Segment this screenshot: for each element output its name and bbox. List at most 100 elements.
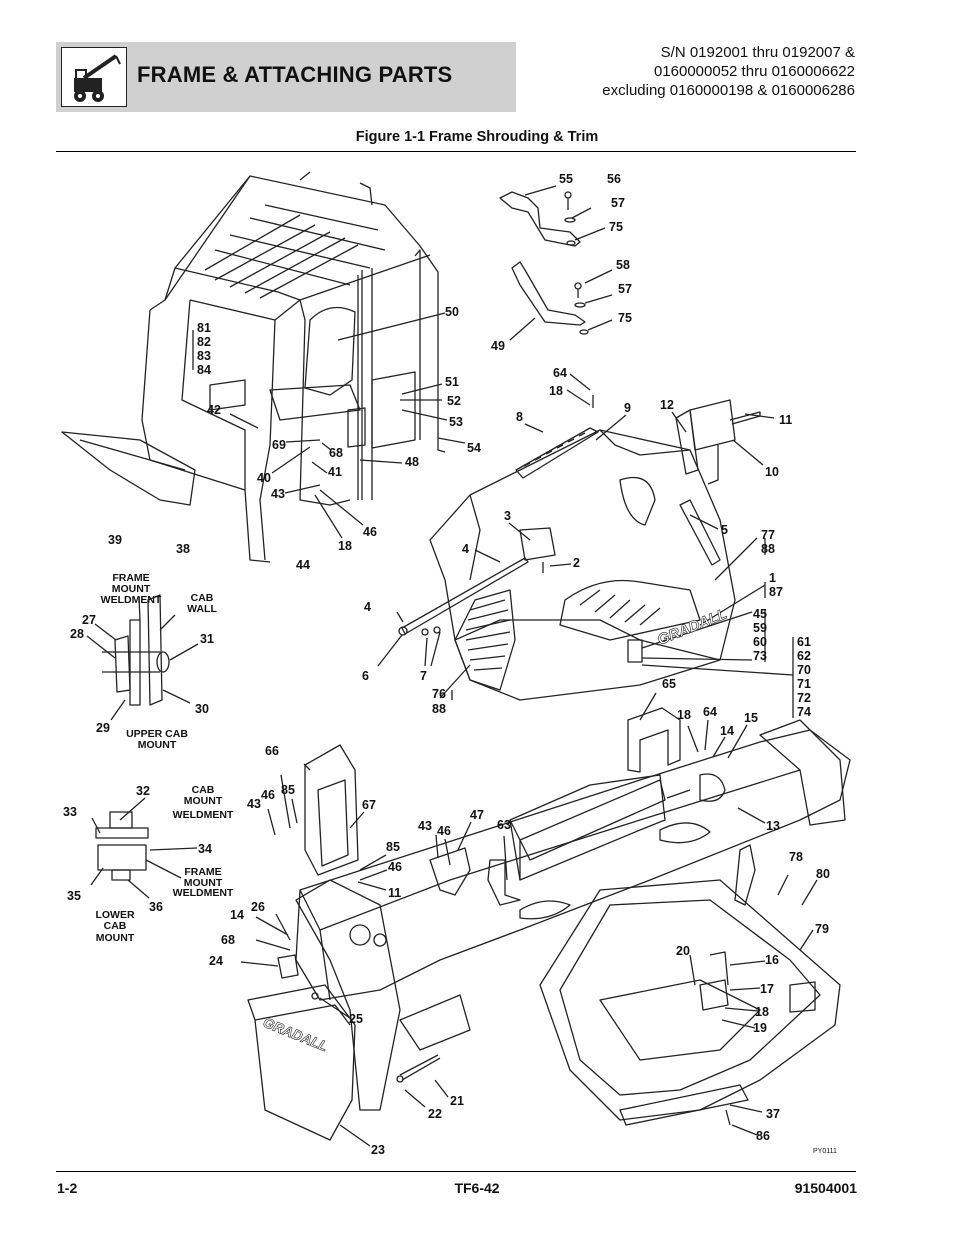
serial-line: excluding 0160000198 & 0160006286 xyxy=(602,82,855,99)
serial-line: S/N 0192001 thru 0192007 & xyxy=(660,44,855,61)
callout: 19 xyxy=(753,1021,767,1035)
top-divider xyxy=(56,151,856,152)
callout: 86 xyxy=(756,1129,770,1143)
callout: 35 xyxy=(67,889,81,903)
caption-line: FRAME xyxy=(112,572,149,584)
callout: 18 xyxy=(338,539,352,553)
callout: 55 xyxy=(559,172,573,186)
callout: 14 xyxy=(720,724,734,738)
callout: 69 xyxy=(272,438,286,452)
callout: 73 xyxy=(753,649,767,663)
callout: 43 xyxy=(418,819,432,833)
caption-line: UPPER CAB xyxy=(126,728,188,740)
caption-line: CAB xyxy=(192,784,215,796)
callout: 46 xyxy=(363,525,377,539)
callout: 5 xyxy=(721,523,728,537)
callout: 26 xyxy=(251,900,265,914)
figure-title: Figure 1-1 Frame Shrouding & Trim xyxy=(355,129,599,145)
callout: 88 xyxy=(761,542,775,556)
callout: 75 xyxy=(618,311,632,325)
callout: 48 xyxy=(405,455,419,469)
callout: 63 xyxy=(497,818,511,832)
callout: 66 xyxy=(265,744,279,758)
callout: 60 xyxy=(753,635,767,649)
callout: 46 xyxy=(261,788,275,802)
caption-line: MOUNT xyxy=(112,583,151,595)
callout: 3 xyxy=(504,509,511,523)
callout: 27 xyxy=(82,613,96,627)
callout: 54 xyxy=(467,441,481,455)
callout: 4 xyxy=(462,542,469,556)
callout: 82 xyxy=(197,335,211,349)
callout: 85 xyxy=(281,783,295,797)
callout: 23 xyxy=(371,1143,385,1157)
callout: 18 xyxy=(549,384,563,398)
callout: 57 xyxy=(611,196,625,210)
callout: 1 xyxy=(769,571,776,585)
detail-captions: FRAME MOUNT WELDMENT CAB WALL UPPER CAB … xyxy=(95,572,233,944)
caption-line: MOUNT xyxy=(184,795,223,807)
callout: 7 xyxy=(420,669,427,683)
callout: 75 xyxy=(609,220,623,234)
callout: 33 xyxy=(63,805,77,819)
callout: 11 xyxy=(388,886,401,900)
callout: 9 xyxy=(624,401,631,415)
callout: 71 xyxy=(797,677,811,691)
callout: 37 xyxy=(766,1107,780,1121)
callout: 10 xyxy=(765,465,779,479)
callout: 57 xyxy=(618,282,632,296)
callout: 64 xyxy=(703,705,717,719)
callout: 85 xyxy=(386,840,400,854)
caption-line: FRAME xyxy=(184,866,221,878)
page-number: 1-2 xyxy=(57,1180,78,1196)
callout: 61 xyxy=(797,635,811,649)
callout: 79 xyxy=(815,922,829,936)
callout: 30 xyxy=(195,702,209,716)
callout: 78 xyxy=(789,850,803,864)
callout: 39 xyxy=(108,533,122,547)
callout: 64 xyxy=(553,366,567,380)
caption-line: WELDMENT xyxy=(173,809,234,821)
callout: 46 xyxy=(437,824,451,838)
callout: 25 xyxy=(349,1012,363,1026)
callout: 53 xyxy=(449,415,463,429)
callout: 74 xyxy=(797,705,811,719)
callout: 83 xyxy=(197,349,211,363)
caption-line: WALL xyxy=(187,603,217,615)
callout: 77 xyxy=(761,528,775,542)
callout: 56 xyxy=(607,172,621,186)
callout: 84 xyxy=(197,363,211,377)
header-banner xyxy=(56,42,516,112)
serial-line: 0160000052 thru 0160006622 xyxy=(653,63,855,80)
callout: 43 xyxy=(247,797,261,811)
brand-mark: GRADALL xyxy=(261,1014,330,1054)
bottom-divider xyxy=(56,1171,856,1172)
callout: 13 xyxy=(766,819,780,833)
callout: 68 xyxy=(329,446,343,460)
callout: 29 xyxy=(96,721,110,735)
callout: 14 xyxy=(230,908,244,922)
callout: 81 xyxy=(197,321,211,335)
callout: 34 xyxy=(198,842,212,856)
callout: 18 xyxy=(755,1005,769,1019)
callout: 51 xyxy=(445,375,459,389)
callout: 24 xyxy=(209,954,223,968)
callout: 28 xyxy=(70,627,84,641)
caption-line: LOWER xyxy=(95,909,134,921)
callout: 41 xyxy=(328,465,342,479)
callout: 44 xyxy=(296,558,310,572)
callout: 16 xyxy=(765,953,779,967)
caption-line: WELDMENT xyxy=(101,594,162,606)
caption-line: CAB xyxy=(191,592,214,604)
callout: 4 xyxy=(364,600,371,614)
callout: 80 xyxy=(816,867,830,881)
model-number: TF6-42 xyxy=(454,1180,500,1196)
callout: 88 xyxy=(432,702,446,716)
callout: 52 xyxy=(447,394,461,408)
telehandler-machine-icon xyxy=(61,47,127,107)
callout: 12 xyxy=(660,398,674,412)
callout: 32 xyxy=(136,784,150,798)
callout: 67 xyxy=(362,798,376,812)
callout: 46 xyxy=(388,860,402,874)
